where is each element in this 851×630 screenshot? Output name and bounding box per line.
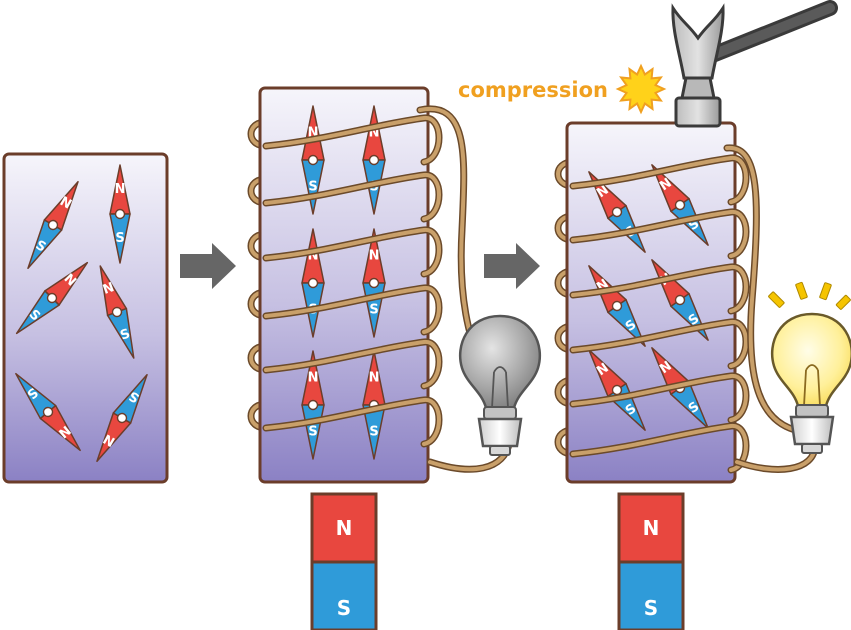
south-pole-label: S [308,180,317,195]
coil-turn [264,286,441,334]
coil-turn [264,228,441,276]
light-rays [768,281,851,310]
right-arrow-icon [180,243,236,289]
magnetic-domain: NS [96,373,148,463]
coil-turn [571,156,748,204]
coil-turn [264,340,441,388]
magnetic-domain: NS [27,180,79,270]
coil-front [262,114,443,448]
south-pole-label: S [369,425,378,440]
magnet-south-label: S [337,596,351,620]
north-pole-label: N [369,249,380,264]
north-pole-label: N [369,126,380,141]
bar-magnet-icon: N S [310,492,378,630]
coil-turn [571,210,748,258]
magnet-south-label: S [644,596,658,620]
lead-wire [725,145,797,432]
coil-front [569,154,750,474]
coil-turn [264,173,441,221]
north-pole-label: N [308,126,319,141]
coil-turn [571,320,748,368]
coil-turn [264,398,441,446]
coil-turn [571,265,748,313]
coil-turn [571,424,748,472]
coil-turn [264,116,441,164]
south-pole-label: S [115,231,124,246]
south-pole-label: S [308,425,317,440]
north-pole-label: N [101,280,116,298]
north-pole-label: N [115,182,126,197]
magnetic-domain: NS [99,265,135,359]
magnetic-domain: NS [109,164,131,264]
burst-icon [615,63,667,115]
magnetic-domain: NS [301,105,325,215]
light-bulb-icon [768,281,851,454]
compression-label: compression [458,78,608,102]
hammer-icon [671,0,838,128]
magnet-north-label: N [336,516,353,540]
right-arrow-icon [484,243,540,289]
north-pole-label: N [308,249,319,264]
north-pole-label: N [369,371,380,386]
north-pole-label: N [308,371,319,386]
south-pole-label: S [369,303,378,318]
coil-turn [571,374,748,422]
magnet-north-label: N [643,516,660,540]
bar-magnet-icon: N S [617,492,685,630]
light-bulb-icon [458,314,542,456]
